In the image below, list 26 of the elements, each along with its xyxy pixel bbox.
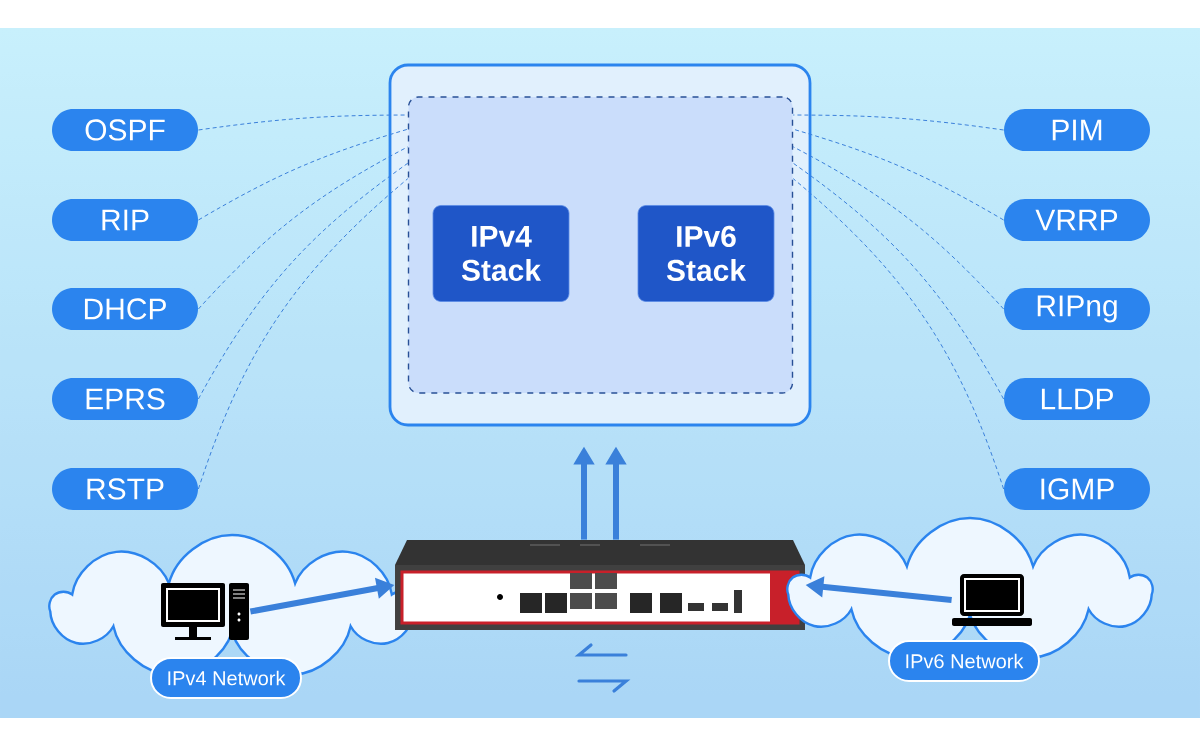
stack-box: IPv4 Stack bbox=[432, 205, 570, 302]
dashed-connector bbox=[197, 162, 409, 400]
dashed-connector bbox=[792, 178, 1005, 490]
protocol-pill: OSPF bbox=[52, 109, 198, 151]
stack-box: IPv6 Stack bbox=[637, 205, 775, 302]
network-device-drawing bbox=[395, 540, 805, 630]
laptop-drawing bbox=[952, 574, 1032, 626]
protocol-pill: IGMP bbox=[1004, 468, 1150, 510]
network-pill: IPv6 Network bbox=[888, 640, 1040, 682]
protocol-pill: EPRS bbox=[52, 378, 198, 420]
dashed-connector bbox=[792, 114, 1005, 131]
dashed-connector bbox=[197, 128, 409, 221]
protocol-pill: RIP bbox=[52, 199, 198, 241]
protocol-pill: VRRP bbox=[1004, 199, 1150, 241]
dashed-connector bbox=[197, 146, 409, 310]
protocol-pill: LLDP bbox=[1004, 378, 1150, 420]
dashed-connector bbox=[197, 114, 409, 131]
dashed-connector bbox=[792, 146, 1005, 310]
protocol-pill: PIM bbox=[1004, 109, 1150, 151]
dashed-connector bbox=[792, 162, 1005, 400]
protocol-pill: RSTP bbox=[52, 468, 198, 510]
dashed-connector bbox=[792, 128, 1005, 221]
protocol-pill: DHCP bbox=[52, 288, 198, 330]
dashed-connector bbox=[197, 178, 409, 490]
network-pill: IPv4 Network bbox=[150, 657, 302, 699]
computer-drawing bbox=[161, 583, 249, 640]
